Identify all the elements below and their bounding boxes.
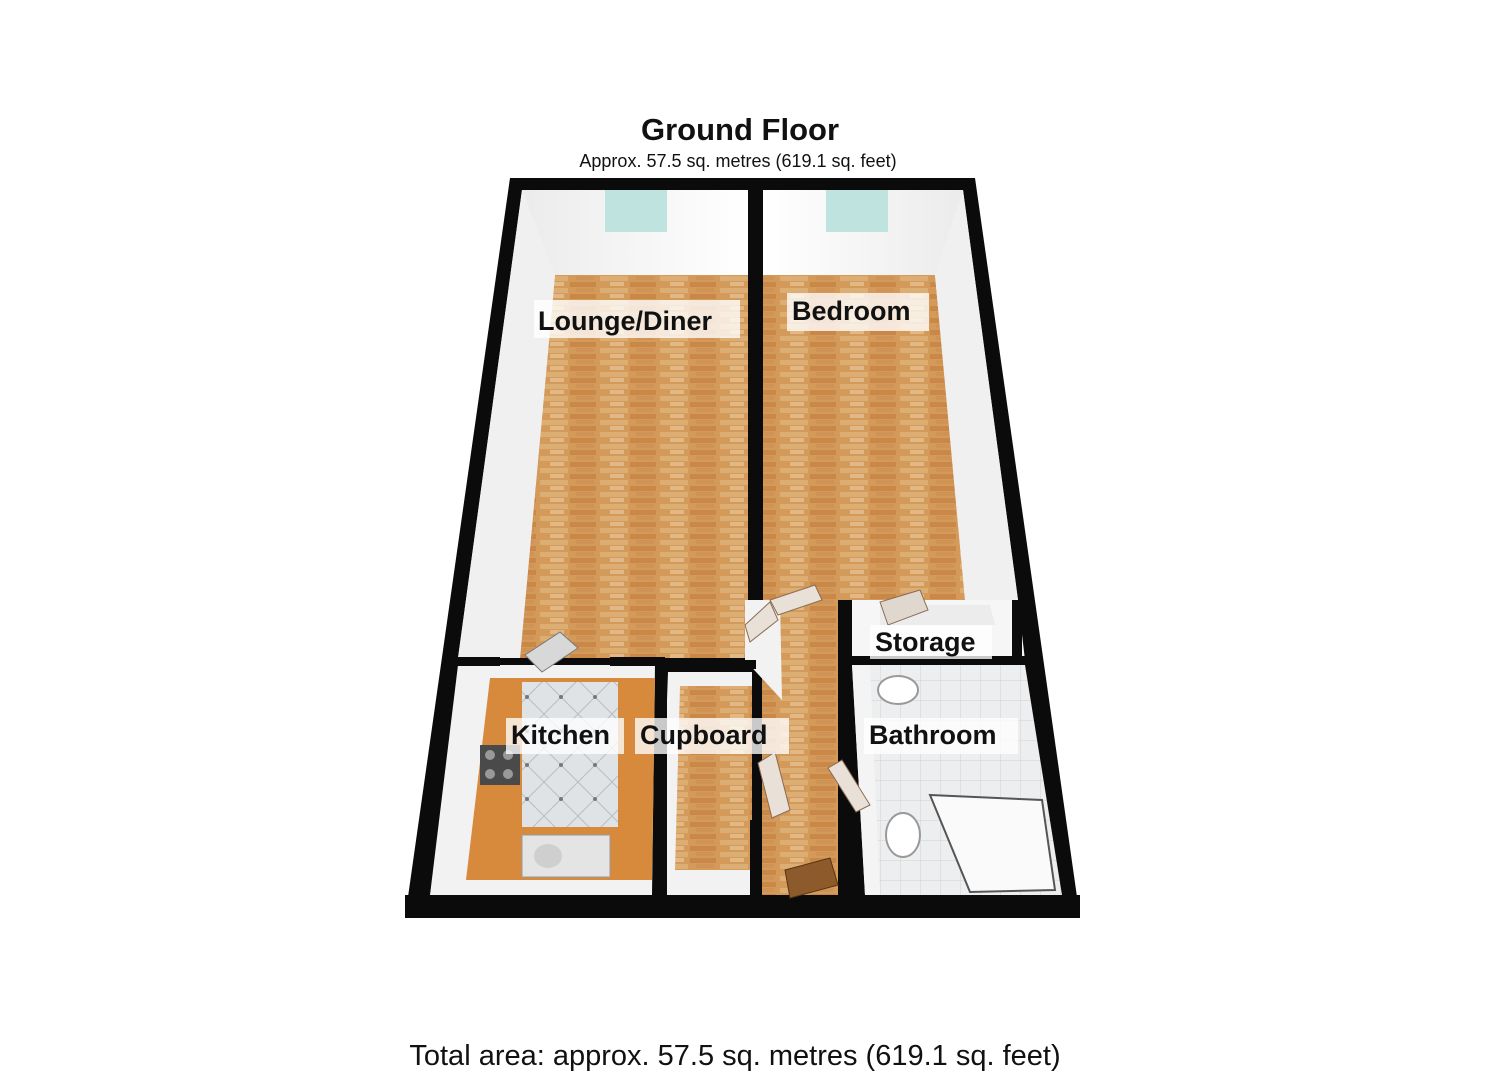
label-kitchen: Kitchen [511,720,610,750]
lounge-door [744,601,779,643]
shower-tray [928,793,1057,894]
bathroom-door [827,759,871,813]
kitchen-tile-floor [522,682,618,827]
room-kitchen [430,665,655,895]
entrance-door [784,857,839,899]
bedroom-door [769,584,823,616]
label-bedroom: Bedroom [792,296,911,326]
internal-walls [405,600,1080,918]
toilet-icon [885,812,921,858]
doors [524,584,929,899]
window-lounge [605,190,667,232]
label-cupboard: Cupboard [640,720,768,750]
room-cupboard [660,672,752,895]
room-bathroom [852,665,1062,895]
room-bedroom [763,190,1018,600]
floor-area: Approx. 57.5 sq. metres (619.1 sq. feet) [579,151,897,171]
cupboard-door [757,751,791,819]
room-lounge-diner [458,190,748,658]
storage-door [879,589,929,626]
window-bedroom [826,190,888,232]
basin-icon [877,675,919,705]
label-storage: Storage [875,627,976,657]
total-area: Total area: approx. 57.5 sq. metres (619… [409,1040,1061,1072]
kitchen-door [524,631,579,673]
label-bathroom: Bathroom [869,720,997,750]
label-lounge-diner: Lounge/Diner [538,306,712,336]
floor-title: Ground Floor [640,112,840,147]
room-labels: Lounge/Diner Bedroom Storage Kitchen Cup… [506,293,1018,754]
